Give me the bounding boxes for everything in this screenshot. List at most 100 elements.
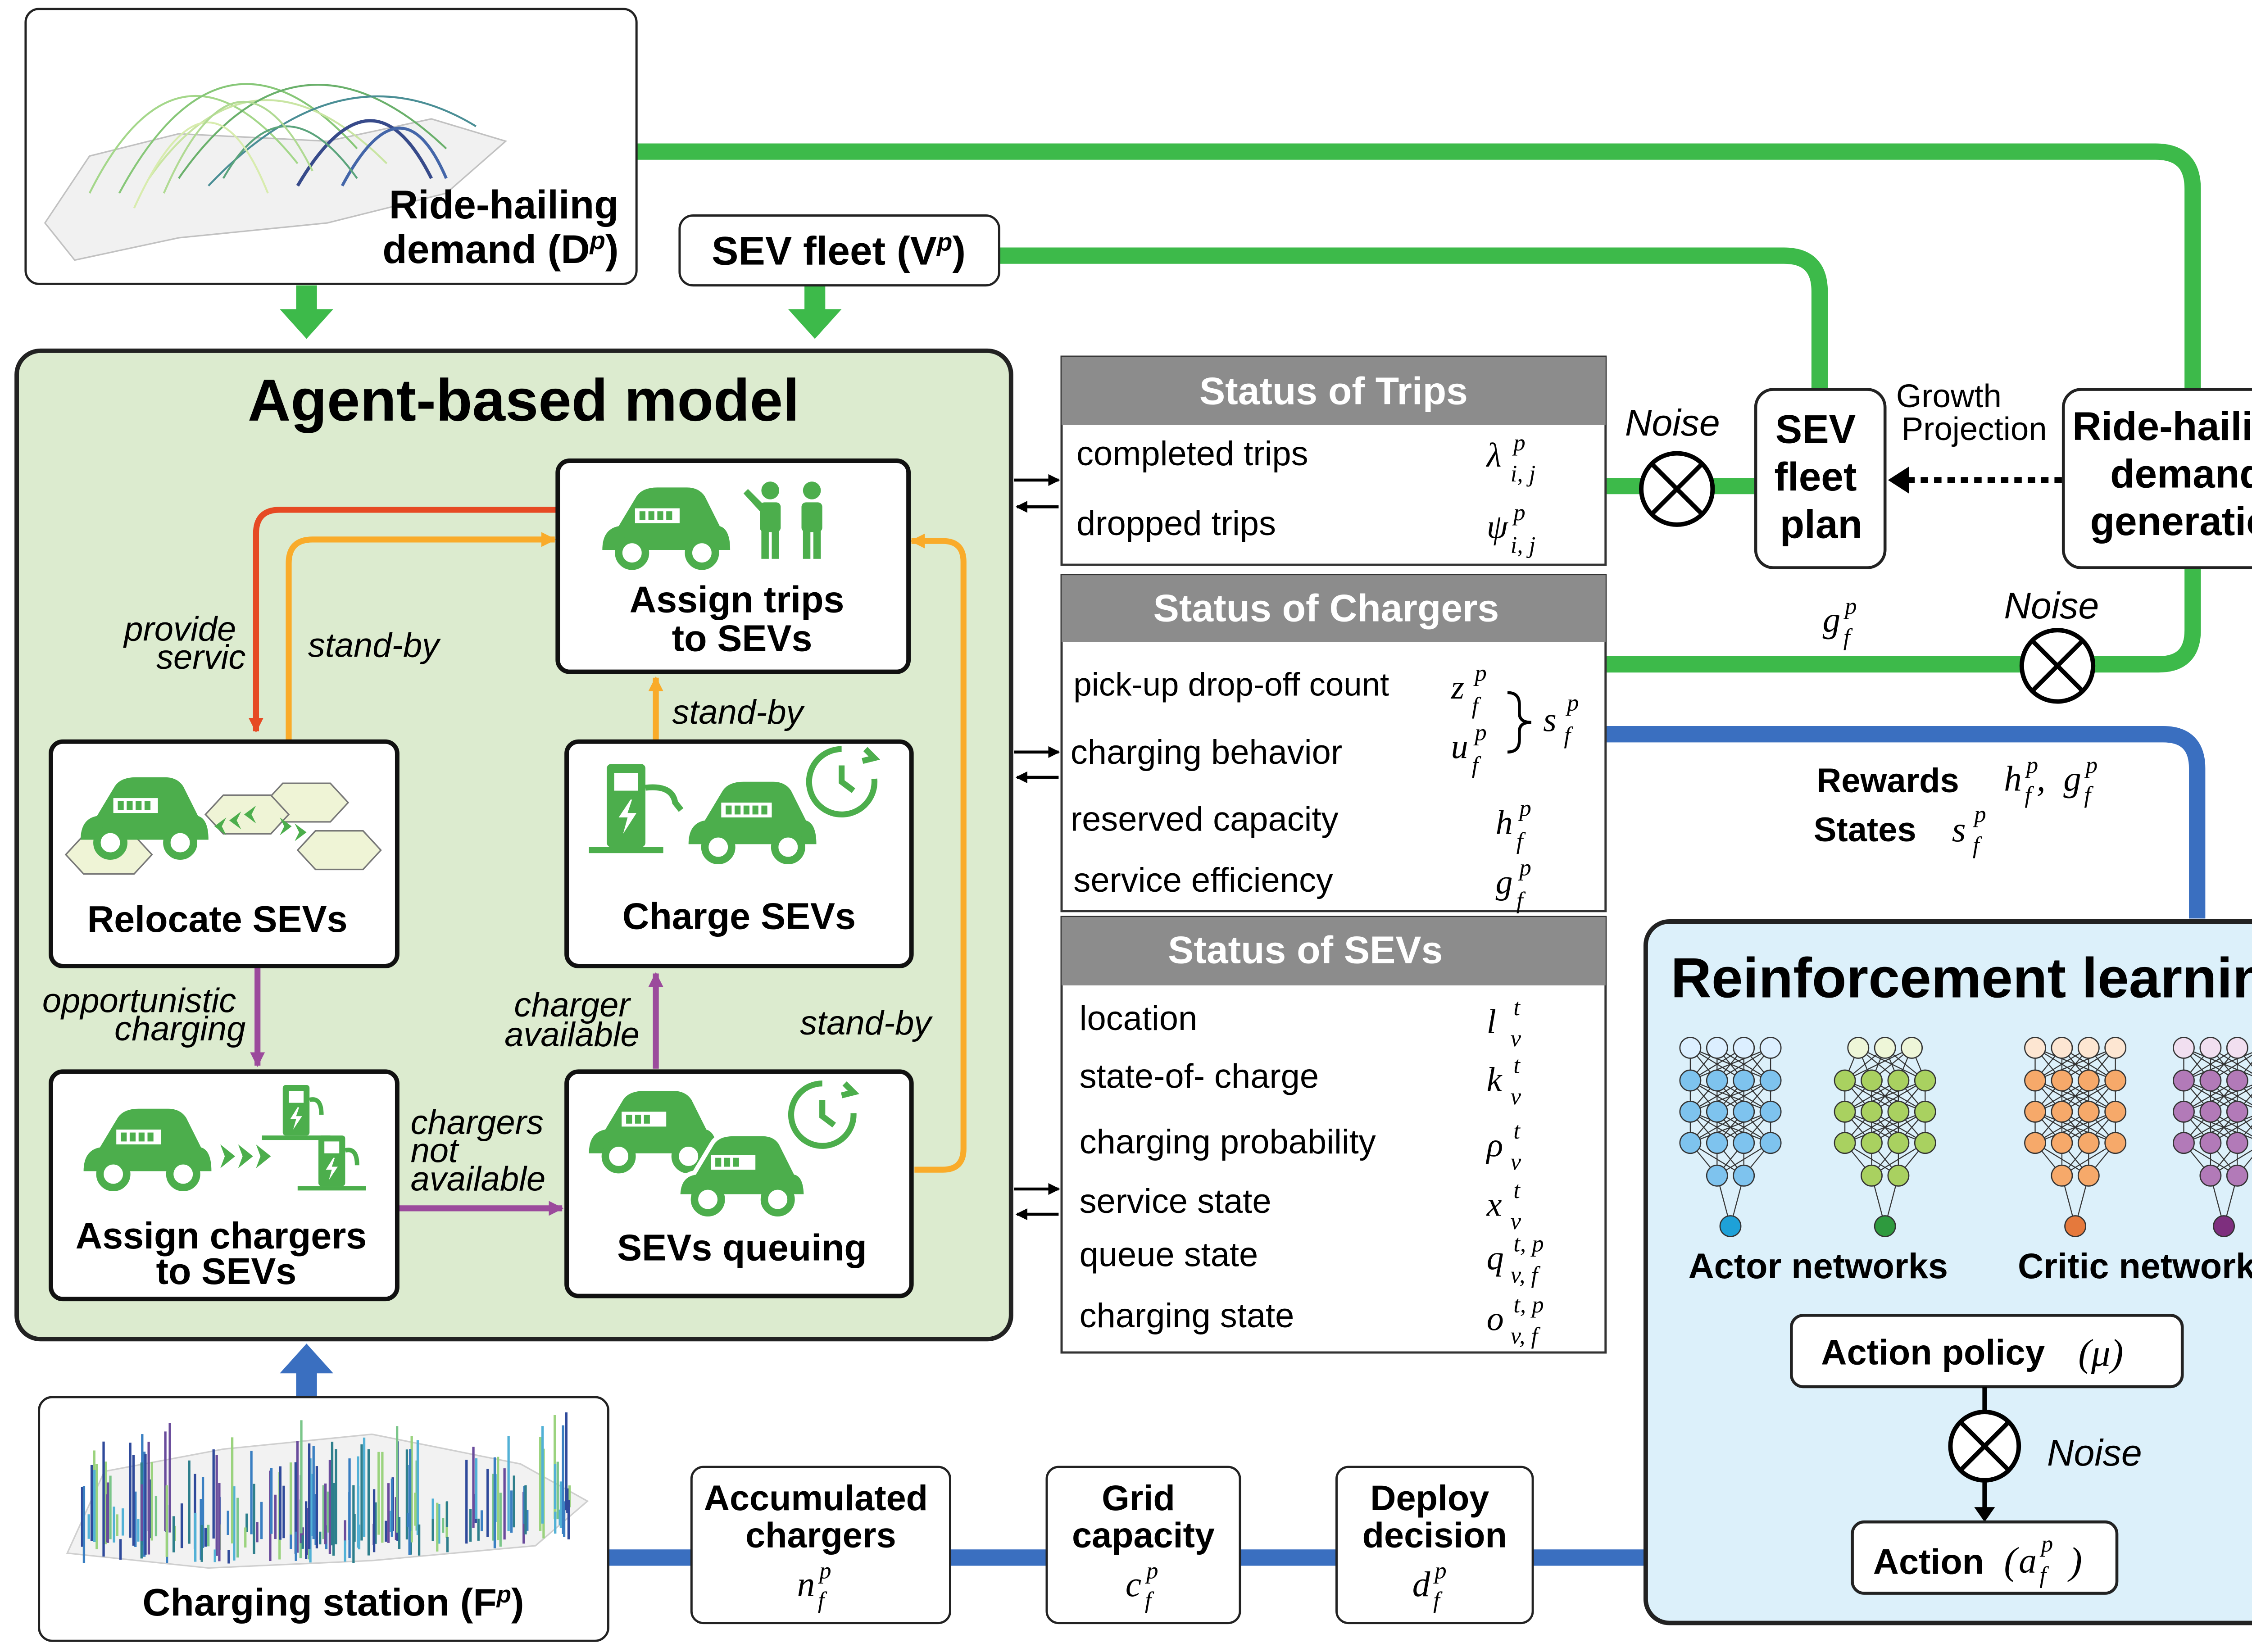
svg-text:i, j: i, j (1511, 461, 1536, 487)
sev-fleet-plan-box: SEV fleet plan (1756, 390, 1885, 568)
accumulated-line-1: Accumulated (704, 1478, 928, 1518)
network-node (1760, 1101, 1781, 1122)
svg-text:g: g (1496, 863, 1513, 901)
network-node (2227, 1070, 2247, 1091)
rl-title: Reinforcement learning (1671, 946, 2252, 1009)
network-node (1760, 1133, 1781, 1153)
svg-text:,: , (2037, 759, 2046, 799)
reinforcement-learning-panel: Reinforcement learning Actor networks Cr… (1646, 921, 2252, 1623)
assign-trips-box: Assign trips to SEVs (558, 461, 908, 672)
svg-text:p: p (1144, 1558, 1158, 1584)
grid-capacity-box: Grid capacity c p f (1047, 1467, 1240, 1623)
svg-text:p: p (2084, 752, 2098, 778)
sevs-queuing-label: SEVs queuing (617, 1227, 867, 1268)
network-node (2105, 1070, 2126, 1091)
growth-label: Growth (1896, 378, 2002, 414)
relocate-sevs-box: Relocate SEVs (51, 742, 397, 966)
sym-s-sup: p (1565, 690, 1579, 716)
plan-line-2: fleet (1774, 454, 1857, 499)
critic-networks-label: Critic networks (2018, 1246, 2252, 1286)
grid-sup: p (1144, 1558, 1158, 1584)
deploy-sym: d (1412, 1565, 1430, 1604)
g-label-sub: f (1843, 624, 1853, 650)
sym-z-sup: p (1473, 660, 1486, 686)
svg-text:p: p (1473, 719, 1486, 745)
network-node (1861, 1165, 1882, 1186)
svg-text:f: f (1973, 832, 1982, 858)
svg-text:s: s (1543, 701, 1557, 739)
agent-based-model-panel: Agent-based model provide servic stand-b… (17, 351, 1011, 1339)
network-node (1734, 1165, 1754, 1186)
network-node (2025, 1037, 2045, 1058)
assign-trips-label-1: Assign trips (630, 579, 844, 621)
svg-text:p: p (2025, 752, 2038, 778)
chargers-row-pickup: pick-up drop-off count (1073, 666, 1389, 703)
accumulated-chargers-box: Accumulated chargers n p f (691, 1467, 950, 1623)
network-node (2173, 1133, 2194, 1153)
network-node (1734, 1133, 1754, 1153)
assign-trips-label-2: to SEVs (672, 617, 813, 659)
network-node (2078, 1165, 2099, 1186)
svg-text:demand (Dp): demand (Dp) (382, 226, 618, 272)
status-chargers-header: Status of Chargers (1153, 586, 1499, 630)
network-node (2173, 1037, 2194, 1058)
svg-text:g: g (1823, 600, 1841, 640)
assign-chargers-label-2: to SEVs (156, 1251, 297, 1292)
network-node (2052, 1070, 2072, 1091)
fleet-title-close: ) (952, 228, 966, 273)
sevs-row-symbol: ρ (1486, 1126, 1503, 1164)
sevs-row-label: state-of- charge (1080, 1057, 1319, 1096)
sym-s: s (1543, 701, 1557, 739)
network-node (2052, 1037, 2072, 1058)
deploy-decision-box: Deploy decision d p f (1337, 1467, 1533, 1623)
svg-text:p: p (1512, 499, 1525, 526)
label-servic: servic (156, 638, 245, 676)
sevs-row-symbol-sup: t, p (1513, 1292, 1544, 1318)
svg-text:charger available: charger available (504, 986, 640, 1054)
network-node (1875, 1216, 1895, 1236)
network-node (1760, 1070, 1781, 1091)
network-node (1707, 1037, 1727, 1058)
sym-psi-sub: i, j (1511, 532, 1536, 558)
network-node (1888, 1165, 1909, 1186)
svg-text:SEV fleet plan: SEV fleet plan (1774, 406, 1868, 546)
svg-text:f: f (1843, 624, 1853, 650)
svg-text:n: n (797, 1565, 815, 1604)
network-node (1720, 1216, 1741, 1236)
sym-g-sup: p (1517, 855, 1531, 881)
network-node (1915, 1070, 1935, 1091)
network-node (2078, 1133, 2099, 1153)
sevs-row-symbol: x (1486, 1185, 1502, 1223)
noise-2: Noise (2004, 585, 2099, 702)
network-node (1680, 1070, 1701, 1091)
accumulated-sym: n (797, 1565, 815, 1604)
network-node (1848, 1037, 1869, 1058)
g-label-sup: p (1843, 593, 1857, 619)
sym-lambda-sub: i, j (1511, 461, 1536, 487)
sym-psi: ψ (1487, 508, 1509, 546)
generation-line-3: generation (2090, 499, 2252, 544)
sym-psi-sup: p (1512, 499, 1525, 526)
network-node (2200, 1101, 2221, 1122)
svg-text:s: s (1952, 810, 1966, 849)
network-node (2227, 1133, 2247, 1153)
network-node (1834, 1101, 1855, 1122)
network-node (2078, 1037, 2099, 1058)
abm-status-double-arrows (1014, 480, 1058, 1214)
action-policy-sym: (μ) (2078, 1332, 2123, 1375)
svg-text:f: f (2025, 782, 2034, 808)
charge-sevs-label: Charge SEVs (622, 896, 856, 937)
assign-chargers-box: Assign chargers to SEVs (51, 1071, 397, 1299)
sevs-row-symbol: q (1487, 1239, 1504, 1277)
demand-title-line1: Ride-hailing (389, 182, 619, 227)
actor-networks-label: Actor networks (1688, 1246, 1948, 1286)
network-node (1734, 1037, 1754, 1058)
sym-u: u (1451, 728, 1468, 766)
action-sym: a (2019, 1541, 2037, 1580)
network-node (2200, 1070, 2221, 1091)
svg-text:p: p (1565, 690, 1579, 716)
sevs-row-symbol-sub: v (1511, 1026, 1521, 1052)
svg-text:p: p (1843, 593, 1857, 619)
fleet-down-arrow (788, 286, 842, 339)
